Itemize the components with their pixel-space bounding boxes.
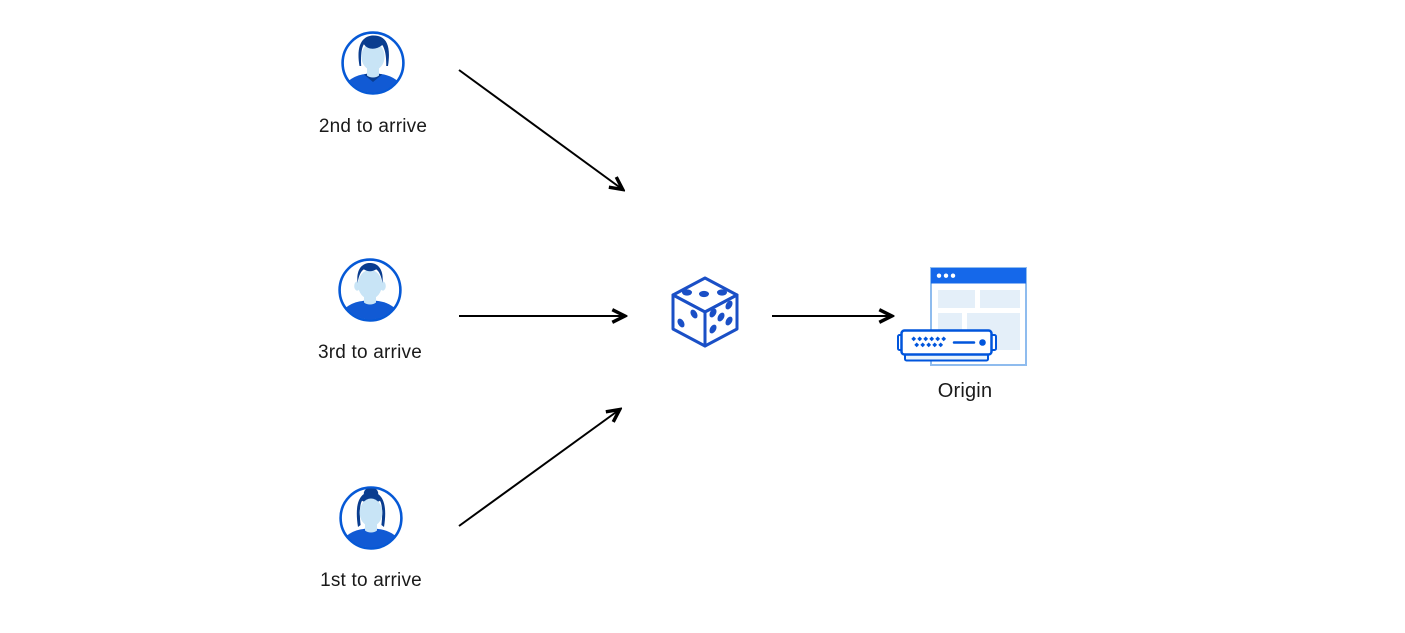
avatar-man-short-hair-icon <box>338 258 402 322</box>
dice-icon <box>671 276 739 348</box>
user-label-3rd: 3rd to arrive <box>318 342 422 363</box>
user-node-1st <box>338 485 404 551</box>
origin-server-node <box>897 329 997 363</box>
arrow-user2nd-to-dice <box>458 69 622 189</box>
dice-node <box>671 276 739 349</box>
arrow-user1st-to-dice <box>458 410 619 527</box>
user-node-3rd <box>337 257 403 323</box>
user-label-1st: 1st to arrive <box>320 570 422 591</box>
origin-label: Origin <box>937 380 993 402</box>
user-label-2nd: 2nd to arrive <box>318 116 428 137</box>
user-node-2nd <box>340 30 406 96</box>
server-icon <box>897 329 997 362</box>
avatar-man-swept-hair-icon <box>341 31 405 95</box>
avatar-woman-hair-bun-icon <box>339 486 403 550</box>
